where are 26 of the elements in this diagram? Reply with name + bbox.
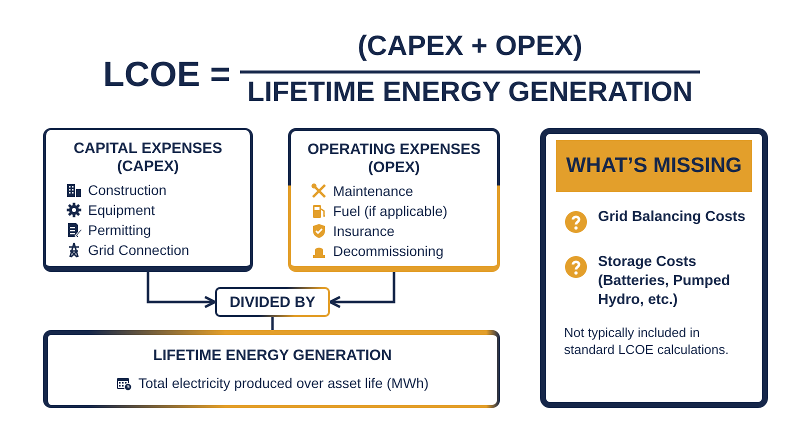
arrow	[146, 272, 216, 308]
connector-line	[271, 317, 274, 330]
note-text: Not typically included in standard LCOE calculations.	[564, 324, 730, 358]
cost-item: Construction	[88, 181, 167, 200]
operator-label: DIVIDED BY	[230, 294, 316, 310]
cost-item: Permitting	[88, 221, 152, 240]
formula-text: LIFETIME ENERGY GENERATION	[246, 76, 694, 108]
panel-header: WHAT’S MISSING	[556, 140, 752, 192]
box-heading: OPERATING EXPENSES (OPEX)	[306, 141, 482, 177]
formula-text: (CAPEX + OPEX)	[356, 30, 584, 62]
cost-item: Grid Connection	[88, 241, 190, 260]
operator-box	[215, 287, 330, 317]
cost-item: Fuel (if applicable)	[333, 202, 448, 221]
cost-item: Equipment	[88, 201, 155, 220]
missing-cost: Grid Balancing Costs	[598, 208, 746, 227]
info-panel	[540, 128, 768, 408]
cost-item: Maintenance	[333, 182, 414, 201]
arrow	[328, 272, 396, 308]
missing-cost: Storage Costs (Batteries, Pumped Hydro, etc.)	[598, 253, 732, 310]
description-text: Total electricity produced over asset life (MWh)	[138, 374, 429, 393]
box-heading: LIFETIME ENERGY GENERATION	[152, 347, 393, 365]
box-heading: CAPITAL EXPENSES (CAPEX)	[72, 140, 224, 176]
cost-item: Decommissioning	[333, 242, 444, 261]
cost-item: Insurance	[333, 222, 394, 241]
cost-box	[43, 128, 253, 272]
formula-text: LCOE =	[103, 55, 230, 95]
